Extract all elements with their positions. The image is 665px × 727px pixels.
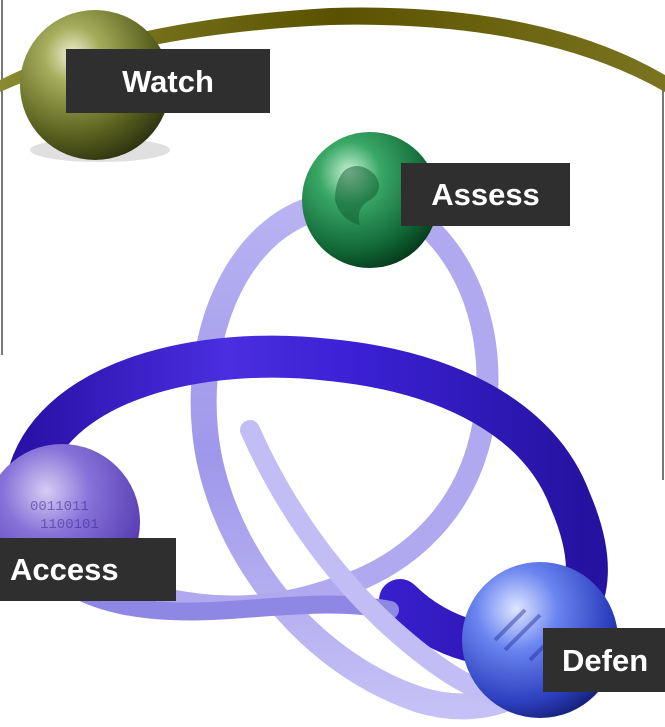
assess-label: Assess [401, 163, 570, 226]
top-swoosh [0, 7, 665, 92]
assess-label-text: Assess [431, 177, 540, 212]
watch-label: Watch [66, 49, 270, 113]
access-sphere-binary: 0011011 [30, 499, 89, 515]
access-label: Access [0, 538, 176, 601]
assess-sphere-texture [335, 166, 379, 225]
watch-label-text: Watch [122, 63, 214, 99]
access-sphere-binary-2: 1100101 [40, 517, 99, 533]
light-ring-back [190, 192, 533, 720]
defend-label: Defen [543, 628, 665, 692]
access-label-text: Access [10, 552, 119, 587]
defend-label-text: Defen [562, 642, 649, 678]
